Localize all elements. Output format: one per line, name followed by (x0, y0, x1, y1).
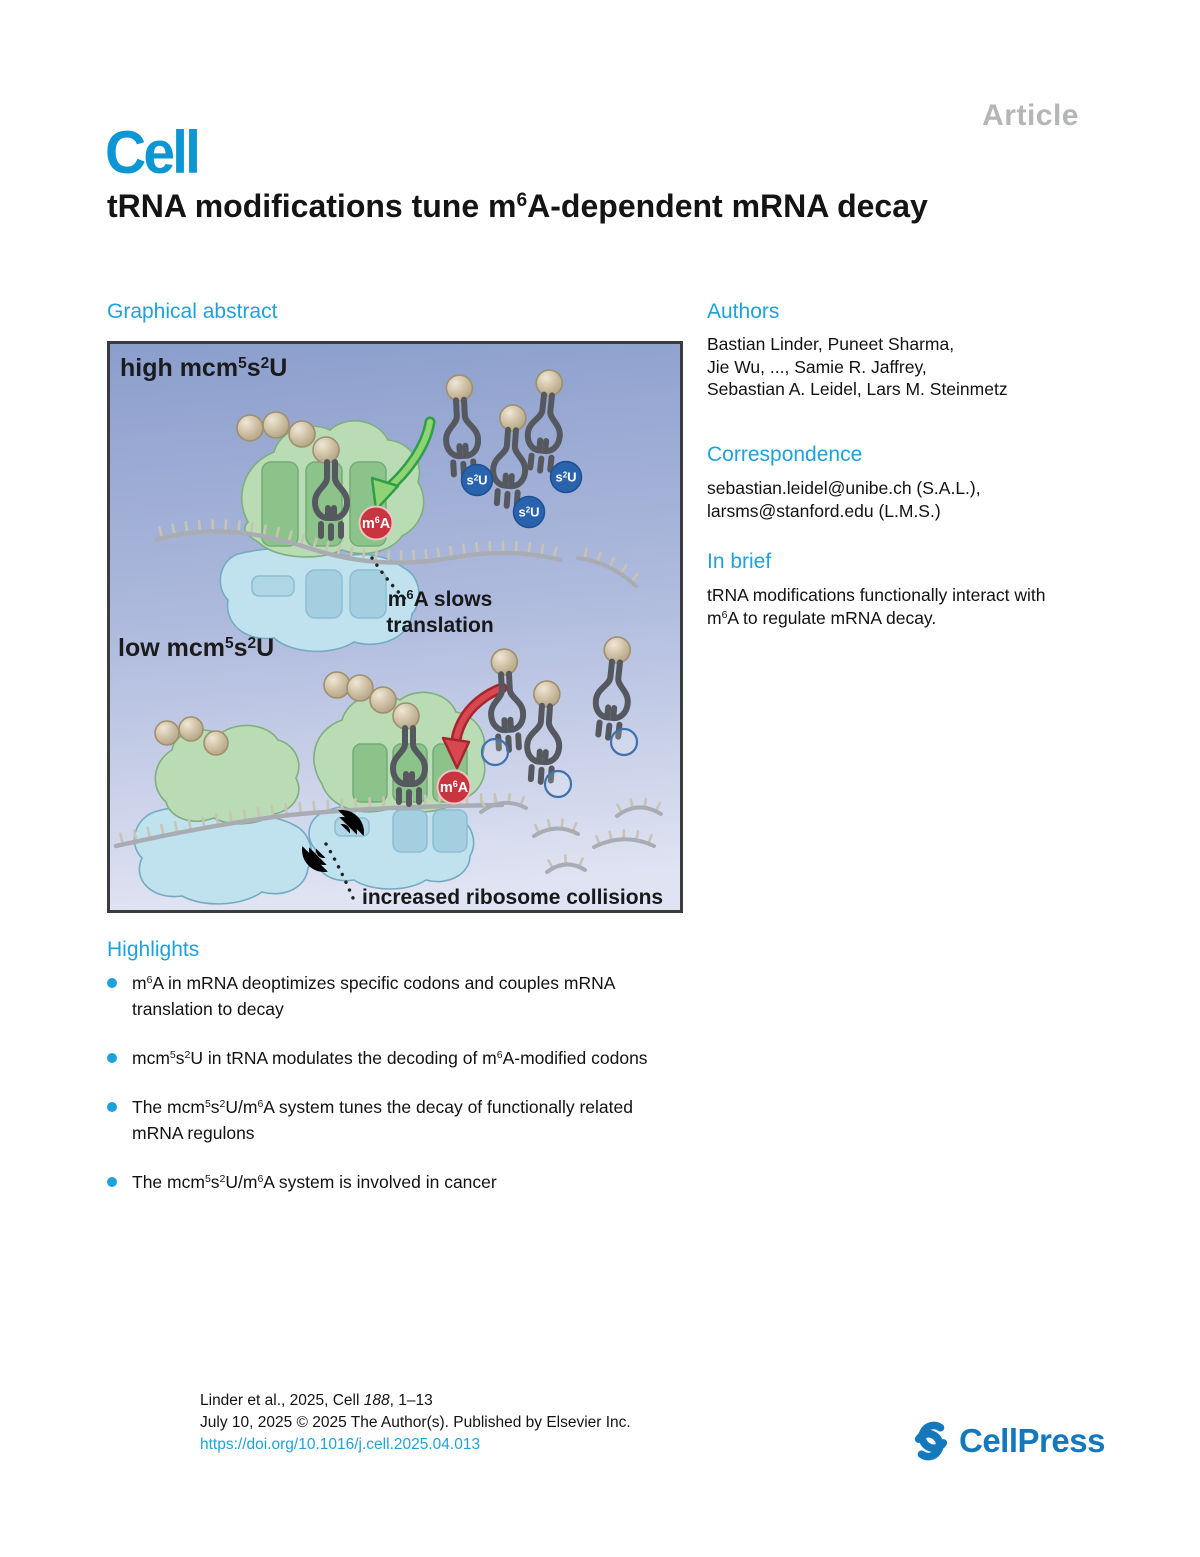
unmodified-u-circle (609, 727, 639, 757)
bullet-icon (107, 978, 117, 988)
authors-list: Bastian Linder, Puneet Sharma, Jie Wu, .… (707, 333, 1107, 401)
nascent-peptide-beads (236, 411, 340, 464)
annotation-m6a-slows: m6A slows (388, 587, 493, 612)
mrna-fragment (615, 805, 663, 818)
trna-icon (524, 369, 566, 472)
m6a-mark-badge: m6A (436, 769, 472, 805)
trna-icon (443, 374, 480, 477)
bullet-icon (107, 1053, 117, 1063)
in-brief-heading: In brief (707, 550, 772, 573)
highlight-text: The mcm5s2U/m6A system is involved in ca… (132, 1172, 497, 1192)
nascent-peptide-beads (323, 671, 420, 730)
in-brief-text: tRNA modifications functionally interact… (707, 585, 1046, 628)
doi-link[interactable]: https://doi.org/10.1016/j.cell.2025.04.0… (200, 1436, 481, 1453)
s2u-modification-badge: s2U (460, 463, 494, 497)
m6a-mark-badge: m6A (358, 505, 394, 541)
unmodified-u-circle (480, 737, 510, 767)
svg-text:m6A: m6A (362, 515, 391, 532)
cellpress-swirl-icon (914, 1421, 948, 1461)
svg-text:s2U: s2U (555, 470, 576, 485)
article-type-label: Article (982, 99, 1079, 132)
author-line: Bastian Linder, Puneet Sharma, (707, 334, 955, 354)
svg-text:s2U: s2U (518, 505, 539, 520)
cell-journal-logo: Cell (105, 119, 201, 186)
trna-icon (525, 680, 564, 783)
mrna-fragment (545, 862, 587, 874)
highlight-item: mcm5s2U in tRNA modulates the decoding o… (107, 1045, 655, 1071)
citation-block: Linder et al., 2025, Cell 188, 1–13 July… (200, 1390, 631, 1456)
trna-icon (491, 404, 530, 507)
copyright-line: July 10, 2025 © 2025 The Author(s). Publ… (200, 1414, 631, 1431)
highlights-list: m6A in mRNA deoptimizes specific codons … (107, 970, 655, 1218)
unmodified-u-circle (543, 769, 573, 799)
trna-icon (488, 648, 525, 751)
graphical-abstract-svg: m6A m6A slows translation s2U s2U s2U hi… (110, 344, 680, 910)
highlight-text: The mcm5s2U/m6A system tunes the decay o… (132, 1097, 633, 1143)
mrna-fragment (532, 826, 580, 838)
correspondence-emails: sebastian.leidel@unibe.ch (S.A.L.), lars… (707, 477, 1107, 522)
mrna-fragment (592, 837, 656, 849)
article-title: tRNA modifications tune m6A-dependent mR… (107, 188, 928, 224)
highlight-text: mcm5s2U in tRNA modulates the decoding o… (132, 1048, 648, 1068)
red-arrow-icon (441, 682, 508, 770)
graphical-abstract-heading: Graphical abstract (107, 300, 278, 323)
s2u-modification-badge: s2U (549, 460, 583, 494)
mrna-strand (113, 802, 505, 849)
svg-text:s2U: s2U (466, 473, 487, 488)
bullet-icon (107, 1102, 117, 1112)
scene-high-mcm5s2u: m6A m6A slows translation s2U s2U s2U hi… (120, 354, 639, 653)
bullet-icon (107, 1177, 117, 1187)
trna-icon (592, 636, 634, 739)
ribosome-60s (154, 724, 300, 825)
mrna-strand (153, 529, 563, 565)
correspondence-email[interactable]: sebastian.leidel@unibe.ch (S.A.L.), (707, 478, 981, 498)
cellpress-logo-text: CellPress (959, 1422, 1105, 1459)
highlight-item: m6A in mRNA deoptimizes specific codons … (107, 970, 655, 1022)
highlight-item: The mcm5s2U/m6A system is involved in ca… (107, 1169, 655, 1195)
authors-heading: Authors (707, 300, 780, 323)
s2u-modification-badge: s2U (512, 495, 546, 529)
correspondence-email[interactable]: larsms@stanford.edu (L.M.S.) (707, 500, 941, 521)
highlight-item: The mcm5s2U/m6A system tunes the decay o… (107, 1094, 655, 1146)
highlights-heading: Highlights (107, 938, 200, 961)
mrna-fragment (479, 800, 528, 814)
annotation-ribosome-collisions: increased ribosome collisions (362, 886, 663, 909)
label-high-mcm5s2u: high mcm5s2U (120, 354, 287, 382)
label-low-mcm5s2u: low mcm5s2U (118, 634, 274, 662)
highlight-text: m6A in mRNA deoptimizes specific codons … (132, 973, 615, 1019)
svg-text:m6A: m6A (440, 779, 469, 796)
citation-line: Linder et al., 2025, Cell 188, 1–13 (200, 1392, 433, 1409)
graphical-abstract-figure: m6A m6A slows translation s2U s2U s2U hi… (107, 341, 683, 913)
annotation-translation: translation (386, 614, 493, 637)
scene-low-mcm5s2u: m6A increased ribosome collisions low mc… (113, 634, 663, 909)
green-arrow-icon (370, 416, 436, 512)
mrna-fragment (576, 556, 638, 588)
correspondence-heading: Correspondence (707, 443, 863, 466)
cellpress-logo: CellPress (912, 1420, 1105, 1462)
nascent-peptide-beads (154, 716, 229, 756)
author-line: Sebastian A. Leidel, Lars M. Steinmetz (707, 379, 1008, 399)
author-line: Jie Wu, ..., Samie R. Jaffrey, (707, 356, 927, 377)
